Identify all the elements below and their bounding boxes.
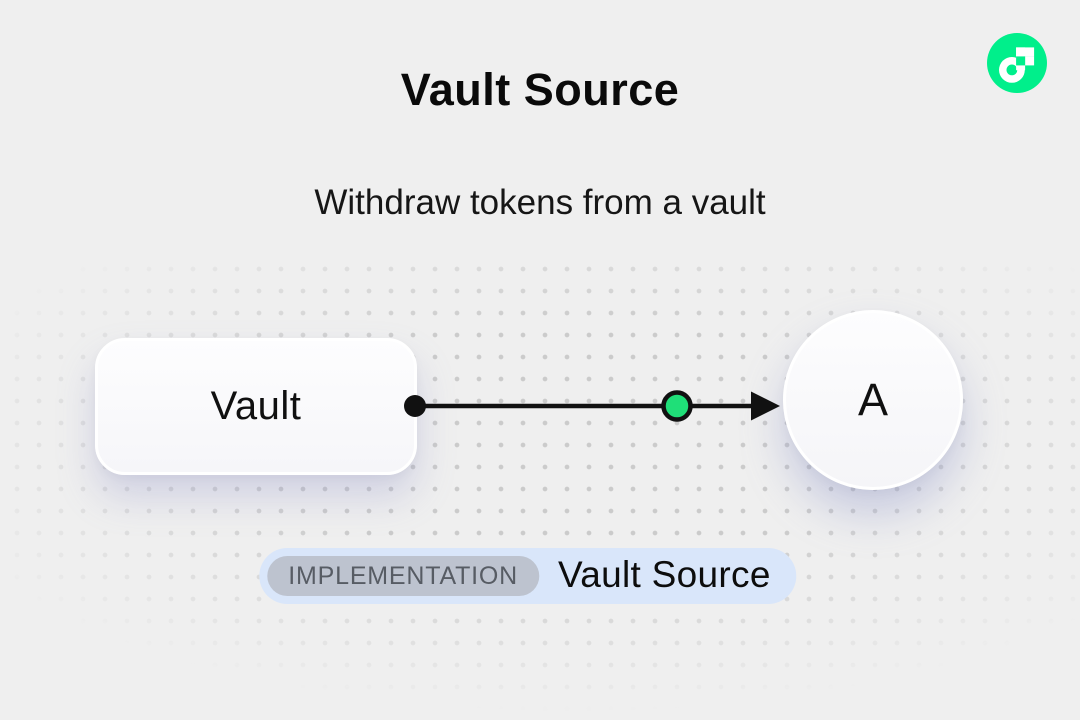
account-node: A bbox=[783, 310, 963, 490]
page-subtitle: Withdraw tokens from a vault bbox=[314, 183, 766, 222]
vault-node-label: Vault bbox=[210, 384, 302, 428]
implementation-badge: IMPLEMENTATION Vault Source bbox=[259, 548, 797, 604]
account-node-label: A bbox=[857, 374, 888, 425]
vault-node: Vault bbox=[95, 338, 417, 475]
page-title: Vault Source bbox=[400, 64, 680, 115]
implementation-tag: IMPLEMENTATION bbox=[267, 556, 540, 596]
dot-grid-background bbox=[0, 250, 1080, 712]
flow-logo-icon bbox=[987, 33, 1047, 93]
implementation-label: Vault Source bbox=[558, 553, 771, 595]
